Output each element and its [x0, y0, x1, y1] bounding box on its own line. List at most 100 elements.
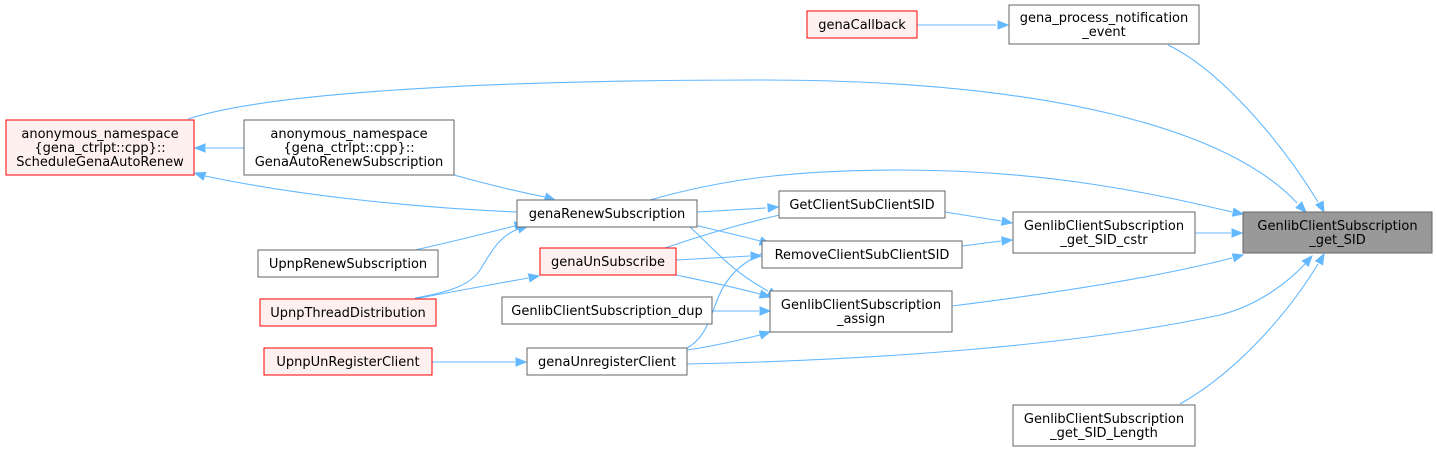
- node-gena-unsubscribe[interactable]: genaUnSubscribe: [539, 247, 677, 276]
- node-get-client-sub-client-sid[interactable]: GetClientSubClientSID: [778, 190, 946, 219]
- node-root: GenlibClientSubscription_get_SID: [1242, 211, 1433, 254]
- node-label-line: GenlibClientSubscription_dup: [511, 304, 702, 319]
- call-edge: [686, 254, 1313, 365]
- edge-line: [675, 274, 761, 295]
- node-label-line: _event: [1081, 25, 1126, 40]
- arrowhead-icon: [193, 143, 206, 153]
- edge-line: [414, 225, 516, 251]
- arrowhead-icon: [1231, 207, 1245, 217]
- arrowhead-icon: [758, 330, 772, 340]
- edge-line: [961, 240, 1002, 247]
- edge-line: [664, 213, 785, 249]
- node-box: [243, 119, 455, 176]
- node-box: [769, 290, 953, 333]
- node-gena-unregister-client[interactable]: genaUnregisterClient: [526, 347, 688, 376]
- node-label-line: UpnpThreadDistribution: [270, 306, 426, 321]
- node-subscription-assign[interactable]: GenlibClientSubscription_assign: [769, 290, 953, 333]
- call-edge: [432, 357, 528, 367]
- edge-line: [187, 79, 1298, 204]
- node-box: [1012, 211, 1196, 254]
- edge-line: [686, 263, 1306, 365]
- call-edge: [187, 79, 1307, 213]
- arrowhead-icon: [997, 20, 1010, 30]
- arrowhead-icon: [759, 306, 772, 316]
- node-label-line: _assign: [836, 312, 885, 327]
- node-box: [1008, 4, 1200, 45]
- edge-line: [414, 277, 529, 300]
- node-label-line: genaCallback: [818, 18, 906, 33]
- node-box: [806, 10, 918, 39]
- call-edge: [1195, 228, 1244, 238]
- node-label-line: {gena_ctrlpt::cpp}::: [283, 141, 414, 156]
- call-edge: [193, 143, 244, 153]
- node-box: [539, 247, 677, 276]
- edge-line: [675, 255, 751, 261]
- call-edge: [414, 273, 541, 300]
- node-label-line: UpnpRenewSubscription: [269, 257, 427, 272]
- node-label-line: GetClientSubClientSID: [789, 198, 934, 213]
- edge-line: [204, 175, 518, 213]
- call-edge: [944, 211, 1014, 226]
- node-remove-client-sub-client-sid[interactable]: RemoveClientSubClientSID: [761, 240, 963, 269]
- edge-line: [649, 169, 1233, 213]
- arrowhead-icon: [1001, 236, 1014, 246]
- node-box: [501, 296, 713, 325]
- node-label-line: ScheduleGenaAutoRenew: [16, 155, 184, 170]
- node-label-line: RemoveClientSubClientSID: [775, 248, 950, 263]
- edge-line: [453, 174, 546, 198]
- node-subscription-dup[interactable]: GenlibClientSubscription_dup: [501, 296, 713, 325]
- node-label-line: {gena_ctrlpt::cpp}::: [34, 141, 165, 156]
- edge-line: [689, 226, 769, 292]
- arrowhead-icon: [767, 203, 780, 213]
- edge-line: [686, 251, 766, 349]
- call-edge: [675, 274, 772, 299]
- call-edge: [1167, 44, 1325, 214]
- edge-line: [951, 257, 1233, 307]
- call-graph-edges: [187, 20, 1325, 405]
- node-auto-renew-subscription[interactable]: anonymous_namespace{gena_ctrlpt::cpp}::G…: [243, 119, 455, 176]
- node-label-line: anonymous_namespace: [270, 127, 427, 142]
- arrowhead-icon: [1315, 200, 1325, 214]
- arrowhead-icon: [1295, 201, 1307, 213]
- call-edge: [917, 20, 1010, 30]
- node-gena-renew-subscription[interactable]: genaRenewSubscription: [516, 199, 698, 228]
- node-gena-callback[interactable]: genaCallback: [806, 10, 918, 39]
- node-label-line: anonymous_namespace: [21, 127, 178, 142]
- node-label-line: GenlibClientSubscription: [1024, 412, 1184, 427]
- node-schedule-auto-renew[interactable]: anonymous_namespace{gena_ctrlpt::cpp}::S…: [5, 119, 195, 176]
- call-edge: [689, 223, 772, 246]
- node-box: [263, 347, 433, 376]
- node-label-line: _get_SID_Length: [1049, 426, 1158, 441]
- node-get-sid-length[interactable]: GenlibClientSubscription_get_SID_Length: [1012, 404, 1196, 447]
- node-get-sid-cstr[interactable]: GenlibClientSubscription_get_SID_cstr: [1012, 211, 1196, 254]
- arrowhead-icon: [1231, 228, 1244, 238]
- edge-line: [1167, 44, 1319, 203]
- arrowhead-icon: [515, 357, 528, 367]
- arrowhead-icon: [1301, 254, 1313, 267]
- call-edge: [453, 174, 557, 202]
- arrowhead-icon: [758, 289, 772, 299]
- arrowhead-icon: [527, 273, 541, 283]
- arrowhead-icon: [1314, 252, 1325, 266]
- call-edge: [712, 306, 772, 316]
- node-upnp-unregister-client[interactable]: UpnpUnRegisterClient: [263, 347, 433, 376]
- node-box: [516, 199, 698, 228]
- node-upnp-thread-distribution[interactable]: UpnpThreadDistribution: [259, 298, 437, 327]
- node-label-line: GenlibClientSubscription: [781, 298, 941, 313]
- node-box: [1242, 211, 1433, 254]
- node-upnp-renew-subscription[interactable]: UpnpRenewSubscription: [257, 249, 439, 278]
- node-process-notification[interactable]: gena_process_notification_event: [1008, 4, 1200, 45]
- node-label-line: gena_process_notification: [1020, 11, 1189, 26]
- edge-line: [689, 223, 761, 242]
- node-box: [526, 347, 688, 376]
- node-box: [1012, 404, 1196, 447]
- node-box: [778, 190, 946, 219]
- node-label-line: GenaAutoRenewSubscription: [255, 155, 444, 170]
- node-label-line: genaUnregisterClient: [538, 355, 676, 370]
- call-edge: [193, 171, 518, 213]
- call-edge: [951, 253, 1245, 307]
- call-edge: [649, 169, 1245, 217]
- node-label-line: GenlibClientSubscription: [1024, 219, 1184, 234]
- node-label-line: genaRenewSubscription: [529, 207, 686, 222]
- edge-line: [944, 211, 1002, 222]
